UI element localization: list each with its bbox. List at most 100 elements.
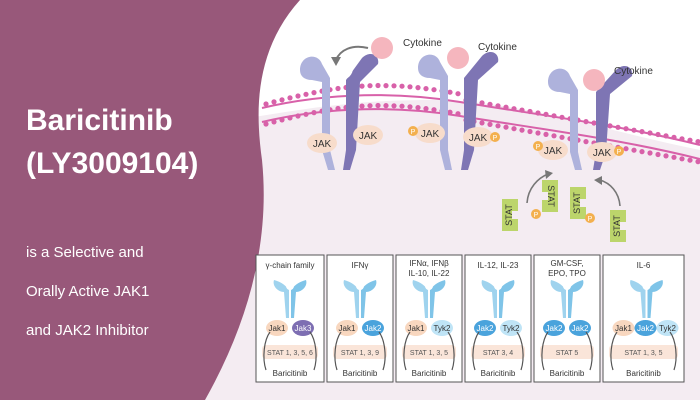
cytokine-label: Cytokine	[403, 38, 442, 49]
receptor-subunit-dark	[343, 53, 379, 170]
lipid-head	[479, 100, 485, 106]
inhibition-arrow	[309, 331, 317, 371]
jak-blob	[463, 127, 493, 147]
drug-name: Baricitinib	[26, 104, 173, 137]
lipid-head	[519, 127, 525, 133]
lipid-head	[407, 104, 413, 110]
cytokine-family-label: γ-chain family	[266, 261, 315, 270]
lipid-head	[495, 123, 501, 129]
lipid-head	[287, 115, 293, 121]
stat-shape	[502, 199, 518, 231]
subtitle-line: and JAK2 Inhibitor	[26, 322, 149, 339]
lipid-head	[631, 127, 637, 133]
cytokine-label: Cytokine	[478, 42, 517, 53]
jak-kinase-icon	[543, 320, 565, 336]
receptor-icon	[412, 280, 428, 318]
cytokine-family-label: IL-6	[637, 261, 651, 270]
panel-frame	[533, 254, 601, 383]
subtitle-line: Orally Active JAK1	[26, 283, 150, 300]
inhibition-arrow	[585, 331, 593, 371]
jak-kinase-icon	[362, 320, 384, 336]
lipid-head	[655, 151, 661, 158]
receptor-subunit-light	[548, 68, 582, 170]
jak-label: JAK	[359, 131, 378, 142]
inhibition-arrow	[378, 331, 386, 371]
lipid-head	[551, 133, 557, 139]
lipid-head	[263, 101, 269, 107]
jak-kinase-label: Tyk2	[434, 324, 451, 333]
jak-kinase-icon	[292, 320, 314, 336]
lipid-head	[687, 137, 693, 143]
lipid-head	[407, 84, 413, 90]
drug-label: Baricitinib	[626, 369, 661, 378]
lipid-head	[495, 103, 501, 109]
lipid-head	[551, 113, 557, 119]
panel-frame	[395, 254, 463, 383]
receptor-pocket	[494, 282, 502, 290]
jak-kinase-label: Jak1	[269, 324, 286, 333]
lipid-head	[287, 95, 293, 101]
lipid-head	[455, 91, 461, 97]
lipid-head	[687, 157, 693, 163]
receptor-icon	[361, 280, 377, 318]
lipid-head	[399, 103, 405, 109]
lipid-head	[263, 121, 269, 127]
receptor-icon	[481, 280, 497, 318]
lipid-head	[367, 83, 373, 89]
jak-blob	[307, 133, 337, 153]
stat-label: STAT	[612, 215, 622, 237]
inhibition-arrow	[334, 331, 342, 371]
receptor-pocket	[563, 282, 571, 290]
receptor-pocket	[286, 282, 294, 290]
stat-box	[609, 345, 678, 359]
lipid-head	[383, 83, 389, 89]
jak-kinase-label: Jak1	[339, 324, 356, 333]
jak-kinase-icon	[405, 320, 427, 336]
receptor-icon	[647, 280, 663, 318]
lipid-head	[487, 101, 493, 107]
cytokine-family-label: IFNα, IFNβ	[409, 259, 449, 268]
lipid-head	[415, 105, 421, 111]
panel-frame	[326, 254, 394, 383]
arrow-head	[594, 176, 602, 185]
lipid-head	[527, 128, 533, 135]
inhibition-arrow	[263, 331, 271, 371]
lipid-head	[655, 131, 661, 138]
lipid-head	[391, 83, 397, 89]
lipid-head	[663, 133, 669, 139]
stat-label: STAT 3, 4	[483, 350, 513, 357]
jak-kinase-icon	[336, 320, 358, 336]
jak-kinase-label: Jak2	[365, 324, 382, 333]
drug-label: Baricitinib	[273, 369, 308, 378]
phosphate-label: P	[534, 212, 539, 219]
jak-blob	[415, 123, 445, 143]
lipid-head	[279, 97, 285, 103]
inhibition-arrow	[472, 331, 480, 371]
lipid-head	[639, 149, 645, 155]
receptor-pocket	[356, 282, 364, 290]
jak-kinase-label: Tyk2	[659, 324, 676, 333]
cytokine-ball	[447, 47, 469, 69]
lipid-head	[623, 126, 629, 132]
jak-kinase-label: Jak2	[546, 324, 563, 333]
lipid-head	[671, 134, 677, 140]
phosphate-group: P P P P	[408, 126, 624, 156]
cytokine-ball	[371, 37, 393, 59]
jak-kinase-icon	[634, 320, 657, 336]
stat-shape	[542, 180, 558, 212]
lipid-head	[543, 111, 549, 117]
lipid-head	[559, 134, 565, 140]
lipid-head	[695, 159, 700, 165]
lipid-head	[615, 124, 621, 130]
cytokine-family-label: GM-CSF,	[551, 259, 584, 268]
cytokine-label: Cytokine	[614, 66, 653, 77]
lipid-head	[295, 113, 301, 119]
lipid-head	[383, 103, 389, 109]
lipid-head	[359, 103, 365, 109]
phosphate-label: P	[411, 129, 416, 136]
stat-shape	[610, 210, 626, 242]
jak-kinase-label: Jak2	[637, 324, 654, 333]
